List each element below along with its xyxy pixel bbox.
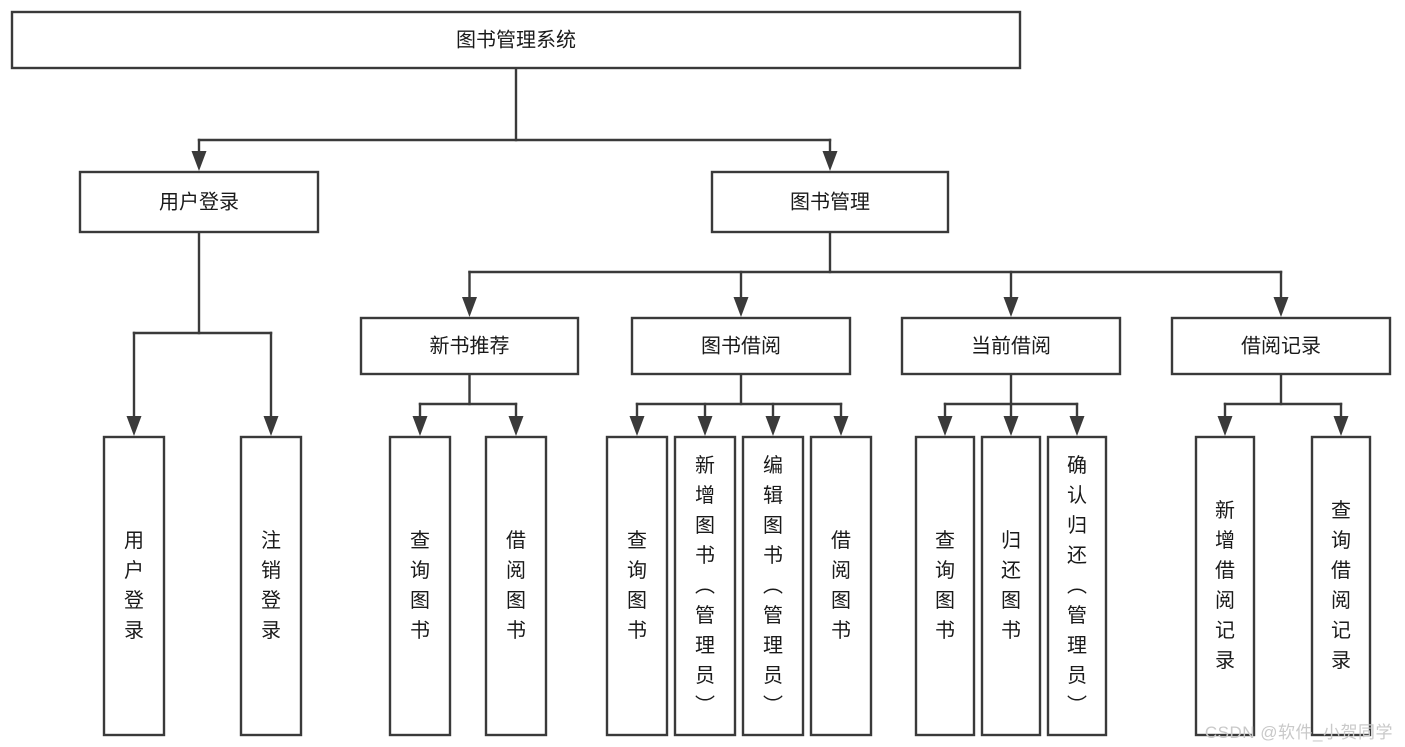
node-leaf-user-login[interactable]: 用户登录 — [102, 435, 166, 737]
node-label-leaf-logout: 注销登录 — [261, 529, 281, 642]
node-box-leaf-logout — [239, 435, 303, 737]
node-label-current-borrow: 当前借阅 — [971, 334, 1051, 357]
node-label-leaf-confirm-return: 确认归还︵管理员︶ — [1067, 454, 1087, 717]
node-leaf-logout[interactable]: 注销登录 — [239, 435, 303, 737]
node-leaf-borrow-book-1[interactable]: 借阅图书 — [484, 435, 548, 737]
node-root[interactable]: 图书管理系统 — [10, 10, 1022, 70]
node-label-book-borrow: 图书借阅 — [701, 334, 781, 357]
node-book-borrow[interactable]: 图书借阅 — [630, 316, 852, 376]
node-box-borrow-records — [1170, 316, 1392, 376]
node-box-book-management — [710, 170, 950, 234]
node-label-leaf-borrow-book-1: 借阅图书 — [506, 529, 526, 642]
node-borrow-records[interactable]: 借阅记录 — [1170, 316, 1392, 376]
node-label-root: 图书管理系统 — [456, 28, 576, 51]
node-label-leaf-return-book: 归还图书 — [1001, 529, 1021, 642]
connector-group-borrow-records — [1217, 372, 1349, 436]
node-box-leaf-add-book — [673, 435, 737, 737]
node-box-leaf-confirm-return — [1046, 435, 1108, 737]
node-box-user-login — [78, 170, 320, 234]
node-layer: 图书管理系统用户登录图书管理新书推荐图书借阅当前借阅借阅记录用户登录注销登录查询… — [10, 10, 1392, 737]
node-box-book-borrow — [630, 316, 852, 376]
node-leaf-query-book-1[interactable]: 查询图书 — [388, 435, 452, 737]
node-label-leaf-query-book-2: 查询图书 — [627, 529, 647, 642]
node-leaf-confirm-return[interactable]: 确认归还︵管理员︶ — [1046, 435, 1108, 737]
connector-group-book-management — [462, 230, 1289, 317]
connector-group-current-borrow — [937, 372, 1085, 436]
node-box-current-borrow — [900, 316, 1122, 376]
node-box-leaf-borrow-book-2 — [809, 435, 873, 737]
node-label-leaf-query-book-1: 查询图书 — [410, 529, 430, 642]
node-leaf-query-book-2[interactable]: 查询图书 — [605, 435, 669, 737]
node-box-root — [10, 10, 1022, 70]
node-label-new-book-recommend: 新书推荐 — [430, 334, 510, 357]
node-label-leaf-borrow-book-2: 借阅图书 — [831, 529, 851, 642]
node-new-book-recommend[interactable]: 新书推荐 — [359, 316, 580, 376]
node-label-book-management: 图书管理 — [790, 190, 870, 213]
node-label-leaf-add-record: 新增借阅记录 — [1215, 499, 1235, 672]
node-box-leaf-edit-book — [741, 435, 805, 737]
connector-group-user-login — [126, 230, 279, 436]
node-book-management[interactable]: 图书管理 — [710, 170, 950, 234]
node-user-login[interactable]: 用户登录 — [78, 170, 320, 234]
connector-group-root — [191, 66, 838, 171]
node-box-leaf-user-login — [102, 435, 166, 737]
node-leaf-query-book-3[interactable]: 查询图书 — [914, 435, 976, 737]
node-box-leaf-query-book-1 — [388, 435, 452, 737]
node-box-leaf-query-record — [1310, 435, 1372, 737]
node-box-leaf-add-record — [1194, 435, 1256, 737]
node-leaf-query-record[interactable]: 查询借阅记录 — [1310, 435, 1372, 737]
node-box-leaf-return-book — [980, 435, 1042, 737]
node-leaf-return-book[interactable]: 归还图书 — [980, 435, 1042, 737]
node-label-leaf-add-book: 新增图书︵管理员︶ — [695, 454, 715, 717]
node-box-leaf-borrow-book-1 — [484, 435, 548, 737]
node-leaf-edit-book[interactable]: 编辑图书︵管理员︶ — [741, 435, 805, 737]
connector-layer — [126, 66, 1349, 436]
node-label-user-login: 用户登录 — [159, 190, 239, 213]
node-box-leaf-query-book-2 — [605, 435, 669, 737]
node-leaf-add-book[interactable]: 新增图书︵管理员︶ — [673, 435, 737, 737]
node-box-leaf-query-book-3 — [914, 435, 976, 737]
node-box-new-book-recommend — [359, 316, 580, 376]
node-label-leaf-query-record: 查询借阅记录 — [1331, 499, 1351, 672]
node-label-leaf-query-book-3: 查询图书 — [935, 529, 955, 642]
node-leaf-add-record[interactable]: 新增借阅记录 — [1194, 435, 1256, 737]
node-label-leaf-edit-book: 编辑图书︵管理员︶ — [763, 454, 783, 717]
node-current-borrow[interactable]: 当前借阅 — [900, 316, 1122, 376]
connector-group-new-book-recommend — [412, 372, 524, 436]
node-label-borrow-records: 借阅记录 — [1241, 334, 1321, 357]
node-label-leaf-user-login: 用户登录 — [124, 530, 144, 642]
connector-group-book-borrow — [629, 372, 849, 436]
node-leaf-borrow-book-2[interactable]: 借阅图书 — [809, 435, 873, 737]
